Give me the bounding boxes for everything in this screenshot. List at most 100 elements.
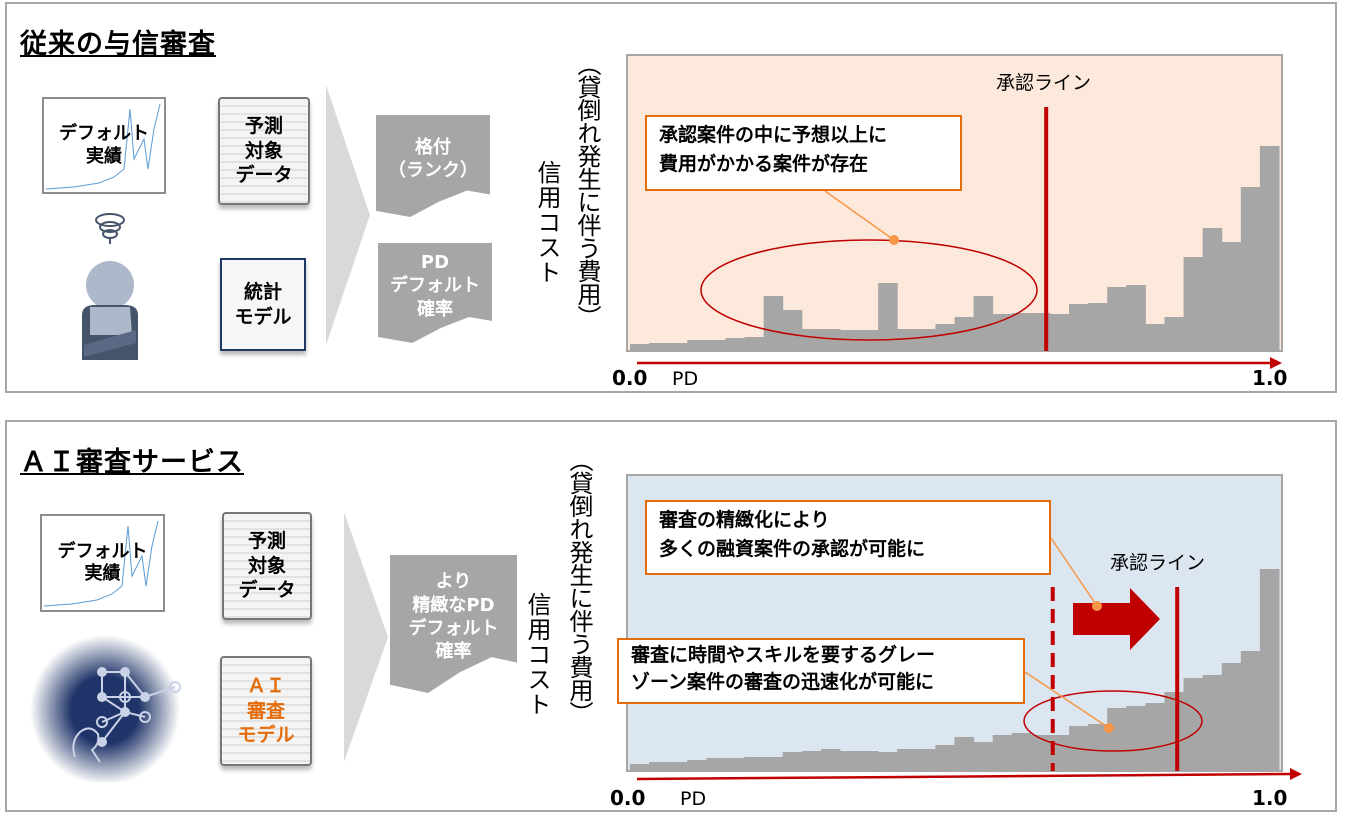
histogram-bar [935,324,955,351]
histogram-bar [1183,257,1204,351]
histogram-bar [725,758,746,771]
histogram-bar [763,296,784,351]
x-start-label: 0.0 [610,786,646,810]
histogram-bar [839,751,860,771]
histogram-bar [820,329,841,351]
callout-dot [1092,601,1102,611]
x-axis-arrowhead [1270,357,1282,369]
doc-label: 統計 モデル [234,280,292,328]
histogram-bar [973,296,994,351]
histogram-bar [801,751,822,771]
doc-label: 予測 対象 データ [235,114,293,187]
histogram-bar [687,760,707,771]
histogram-bar [1126,285,1146,351]
histogram-bar [1088,303,1108,351]
histogram-bar [1069,304,1089,351]
grey-zone-ellipse [1023,690,1203,752]
prediction-data-doc: 予測 対象 データ [222,512,312,620]
histogram-bar [1107,708,1127,771]
callout-faster-review: 審査に時間やスキルを要するグレー ゾーン案件の審査の迅速化が可能に [617,638,1025,704]
ai-model-doc: ＡＩ 審査 モデル [220,656,312,766]
x-axis-label: PD [672,368,699,390]
histogram-bar [935,745,955,771]
doc-label: 予測 対象 データ [238,529,296,602]
histogram-bar [1202,675,1223,771]
x-axis-arrowhead [1290,768,1302,780]
approval-line-label: 承認ライン [1110,552,1206,574]
line-chart-icon [43,520,159,607]
histogram-bar [1145,324,1165,351]
histogram-bar [1088,724,1108,771]
histogram-bar [992,735,1013,771]
y-axis-sublabel: （貸倒れ発生に伴う費用） [573,52,601,328]
histogram-bar [630,344,650,351]
histogram-bar [744,757,765,771]
histogram-bar [1107,287,1127,351]
histogram-bar [878,283,898,351]
thumb-label: デフォルト 実績 [59,123,149,167]
histogram-bar [859,751,879,771]
plot-background [626,54,1283,352]
output-label: より 精緻なPD デフォルト 確率 [408,571,499,663]
statistical-model-doc: 統計 モデル [220,258,306,351]
y-axis-sublabel: （貸倒れ発生に伴う費用） [565,448,593,724]
histogram-bar [839,330,860,351]
histogram-bar [1259,146,1280,351]
histogram-bar [897,749,917,771]
ai-title: ＡＩ審査サービス [20,447,244,478]
traditional-title: 従来の与信審査 [20,29,216,60]
histogram-bar [630,764,650,771]
histogram-bar [763,757,784,771]
x-end-label: 1.0 [1252,366,1288,390]
histogram-bar [1202,228,1223,351]
histogram-bar [1240,187,1261,351]
output-label: PD デフォルト 確率 [390,251,480,320]
x-start-label: 0.0 [612,366,648,390]
traditional-histogram [626,54,1283,369]
callout-pointer [824,190,895,241]
histogram-bar [1164,692,1185,771]
callout-pointer [1024,671,1110,729]
confused-person-icon [82,213,138,360]
histogram-bar [1164,317,1185,351]
approval-line-label: 承認ライン [996,72,1092,94]
x-axis-label: PD [680,788,707,810]
output-label: 格付 （ランク） [388,136,478,181]
histogram-bar [992,314,1013,351]
histogram-bar [1259,569,1280,771]
line-chart-icon [45,103,161,190]
histogram-bar [782,752,803,771]
callout-unexpected-cost: 承認案件の中に予想以上に 費用がかかる案件が存在 [645,115,962,191]
histogram-bar [1011,313,1032,351]
histogram-bar [916,329,936,351]
default-history-thumbnail: デフォルト 実績 [40,514,165,612]
histogram-bar [897,329,917,351]
swirl-icon [95,213,125,244]
x-axis-arrow [636,772,1293,781]
histogram-bar [916,749,936,771]
prediction-data-doc: 予測 対象 データ [218,97,310,205]
histogram-bar [649,343,669,351]
histogram-bar [668,343,688,351]
histogram-bar [649,762,669,771]
histogram-bar [668,762,688,771]
histogram-bar [954,737,975,771]
output-refined-pd: より 精緻なPD デフォルト 確率 [390,555,517,693]
histogram-bar [1049,314,1070,351]
histogram-bar [1221,242,1242,351]
x-end-label: 1.0 [1252,786,1288,810]
highlight-ellipse [700,239,1038,341]
histogram-bar [973,742,994,771]
histogram-bar [725,338,746,351]
histogram-bar [801,329,822,351]
histogram-bar [1126,706,1146,771]
histogram-bar [744,337,765,351]
histogram-bar [820,749,841,771]
histogram-bar [782,310,803,351]
thumb-label: デフォルト 実績 [57,540,148,585]
y-axis-label: 信用コスト [523,592,551,717]
callout-more-approvals: 審査の精緻化により 多くの融資案件の承認が可能に [645,500,1051,575]
histogram-bar [1221,663,1242,771]
callout-pointer [1050,537,1098,607]
callout-dot [889,235,899,245]
